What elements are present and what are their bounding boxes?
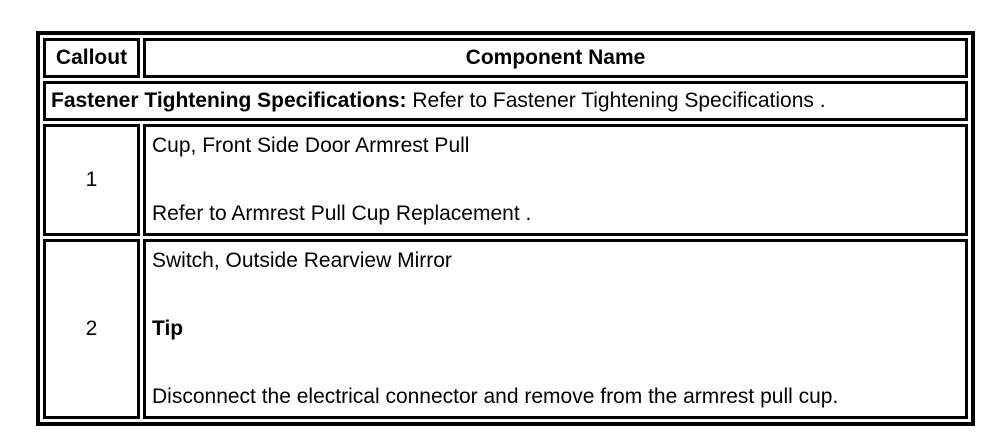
table-header-row: Callout Component Name bbox=[43, 38, 968, 78]
tip-label: Tip bbox=[152, 317, 184, 340]
fastener-spec-cell: Fastener Tightening Specifications: Refe… bbox=[43, 81, 968, 121]
fastener-spec-label: Fastener Tightening Specifications: bbox=[51, 89, 407, 112]
callout-number: 2 bbox=[43, 239, 140, 419]
component-name-text: Switch, Outside Rearview Mirror bbox=[152, 249, 452, 272]
component-cell: Switch, Outside Rearview Mirror Tip Disc… bbox=[143, 239, 968, 419]
tip-instruction-text: Disconnect the electrical connector and … bbox=[152, 385, 839, 408]
component-name-column-header: Component Name bbox=[143, 38, 968, 78]
component-callout-table: Callout Component Name Fastener Tighteni… bbox=[36, 31, 975, 426]
table-row-callout-1: 1 Cup, Front Side Door Armrest Pull Refe… bbox=[43, 124, 968, 236]
replacement-reference-text: Refer to Armrest Pull Cup Replacement . bbox=[152, 202, 532, 225]
component-cell: Cup, Front Side Door Armrest Pull Refer … bbox=[143, 124, 968, 236]
component-name-text: Cup, Front Side Door Armrest Pull bbox=[152, 134, 470, 157]
fastener-spec-row: Fastener Tightening Specifications: Refe… bbox=[43, 81, 968, 121]
callout-number: 1 bbox=[43, 124, 140, 236]
callout-column-header: Callout bbox=[43, 38, 140, 78]
table-row-callout-2: 2 Switch, Outside Rearview Mirror Tip Di… bbox=[43, 239, 968, 419]
fastener-spec-reference-text: Refer to Fastener Tightening Specificati… bbox=[412, 89, 826, 112]
